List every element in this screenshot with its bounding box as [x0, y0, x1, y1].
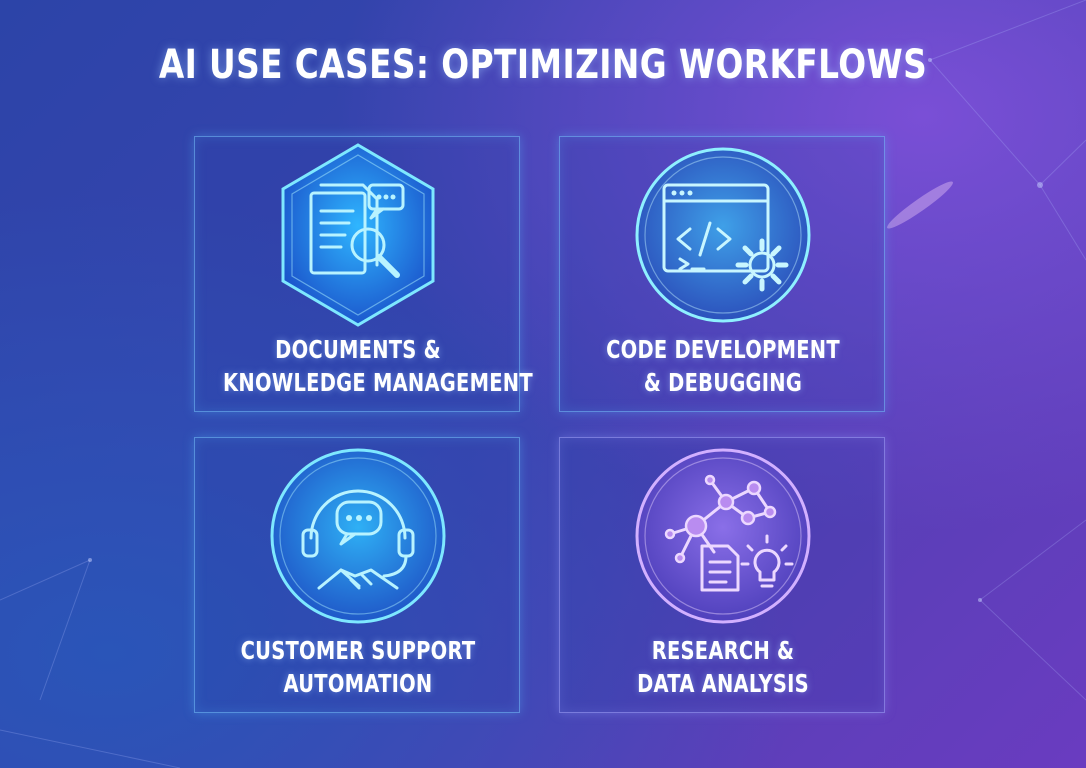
- support-handshake-icon: [265, 442, 451, 632]
- use-case-card-documents[interactable]: DOCUMENTS & KNOWLEDGE MANAGEMENT: [194, 136, 533, 412]
- use-case-card-code[interactable]: CODE DEVELOPMENT & DEBUGGING: [559, 136, 885, 412]
- use-case-label: DOCUMENTS & KNOWLEDGE MANAGEMENT: [223, 333, 533, 399]
- use-case-label-line1: CODE DEVELOPMENT: [606, 335, 840, 364]
- use-case-card-research[interactable]: RESEARCH & DATA ANALYSIS: [559, 437, 885, 713]
- use-case-label: RESEARCH & DATA ANALYSIS: [588, 634, 858, 700]
- use-case-label: CUSTOMER SUPPORT AUTOMATION: [223, 634, 493, 700]
- code-window-gear-icon: [630, 141, 816, 331]
- use-case-label-line2: AUTOMATION: [283, 669, 433, 698]
- use-case-label-line1: DOCUMENTS &: [275, 335, 441, 364]
- use-case-label-line1: CUSTOMER SUPPORT: [240, 636, 476, 665]
- document-search-icon: [265, 141, 451, 331]
- use-case-label: CODE DEVELOPMENT & DEBUGGING: [588, 333, 858, 399]
- network-research-icon: [630, 442, 816, 632]
- use-case-label-line2: & DEBUGGING: [643, 368, 803, 397]
- page-title: AI USE CASES: OPTIMIZING WORKFLOWS: [158, 42, 928, 88]
- use-case-label-line1: RESEARCH &: [651, 636, 795, 665]
- use-case-label-line2: KNOWLEDGE MANAGEMENT: [223, 368, 533, 397]
- use-case-label-line2: DATA ANALYSIS: [637, 669, 809, 698]
- use-case-card-support[interactable]: CUSTOMER SUPPORT AUTOMATION: [194, 437, 520, 713]
